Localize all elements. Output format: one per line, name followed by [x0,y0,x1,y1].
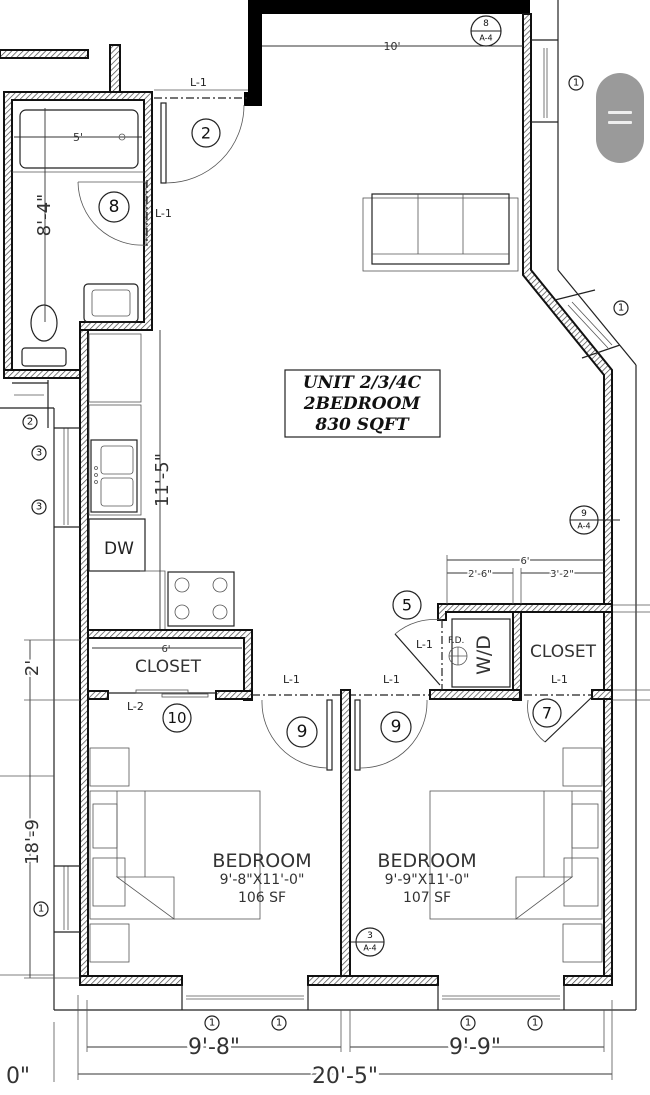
kitchen-length-dim: 11'-5" [152,453,173,507]
laundry-closet: F.D. W/D CLOSET 6' 2'-6" 3'-2" [394,555,613,743]
lintel-label-bed2: L-1 [383,673,400,686]
bedroom2-door[interactable] [354,699,428,771]
svg-text:18'-9: 18'-9 [22,819,43,865]
lintel-label-laundry: L-1 [416,638,433,651]
window-tag-1-left: 1 [33,901,49,917]
kitchen-wall: DW 11'-5" [0,329,235,1010]
laundry-left-dim: 2'-6" [468,569,492,580]
section-mark-9: 9 A-4 [569,505,620,535]
window-tag-1-b2: 1 [271,1015,287,1031]
svg-text:3: 3 [36,502,42,513]
dishwasher-label: DW [104,539,134,559]
closet-left-label: CLOSET [135,657,202,677]
lintel-label-entry: L-1 [190,76,207,89]
door-tag-bedroom2: 9 [380,711,412,743]
entry-door[interactable] [154,89,248,184]
window-tag-3b: 3 [31,499,47,515]
svg-text:7: 7 [542,704,552,723]
svg-text:10: 10 [167,709,186,727]
svg-text:8: 8 [109,197,120,217]
window-tag-1-b4: 1 [527,1015,543,1031]
window-tag-3a: 3 [31,445,47,461]
window-tag-2: 2 [22,414,38,430]
svg-text:1: 1 [209,1018,215,1029]
bath-length-dim: 8'-4" [34,194,55,237]
svg-text:5: 5 [402,596,412,615]
svg-text:830 SQFT: 830 SQFT [314,415,410,435]
washer-dryer-label: W/D [473,635,495,675]
exterior-wall-top [244,0,530,106]
closet-left: 6' CLOSET [87,629,253,701]
lintel-label-closet-right: L-1 [551,673,568,686]
svg-text:3: 3 [367,931,373,941]
window-tag-1-top-right: 1 [568,75,584,91]
door-tag-entry: 2 [191,118,221,148]
svg-text:3: 3 [36,448,42,459]
door-tag-closet-right: 7 [532,698,562,728]
bathroom: 5' 8'-4" [0,44,153,381]
drag-handle-icon-line2 [608,121,632,124]
bedroom2-furniture [429,747,603,963]
svg-text:1: 1 [465,1018,471,1029]
unit-label: UNIT 2/3/4C 2BEDROOM 830 SQFT [284,369,441,438]
svg-text:1: 1 [276,1018,282,1029]
svg-text:1: 1 [532,1018,538,1029]
svg-text:A-4: A-4 [363,944,376,953]
lintel-label-bed1: L-1 [283,673,300,686]
svg-text:UNIT 2/3/4C: UNIT 2/3/4C [303,373,422,393]
svg-text:106 SF: 106 SF [238,890,286,906]
svg-text:9: 9 [391,717,402,737]
svg-text:BEDROOM: BEDROOM [377,850,476,872]
svg-text:BEDROOM: BEDROOM [212,850,311,872]
svg-text:9'-8"X11'-0": 9'-8"X11'-0" [220,872,305,888]
closet-width-dim: 6' [161,644,170,655]
svg-text:9: 9 [581,509,587,519]
window-tag-1-b3: 1 [460,1015,476,1031]
door-tag-bath: 8 [98,191,130,223]
svg-text:1: 1 [618,303,624,314]
bedroom-divider-wall [340,689,351,981]
left-dimensions: 2' 18'-9 [20,639,80,979]
fd-label: F.D. [448,636,464,646]
laundry-total-dim: 6' [520,556,529,567]
lintel-label-closet: L-2 [127,700,144,713]
svg-text:20'-5": 20'-5" [312,1064,378,1089]
svg-text:9'-8": 9'-8" [188,1035,240,1060]
window-tag-1-diag: 1 [613,300,629,316]
bedroom2-label: BEDROOM 9'-9"X11'-0" 107 SF [377,850,476,906]
scroll-handle[interactable] [596,73,644,163]
laundry-right-dim: 3'-2" [550,569,574,580]
svg-text:A-4: A-4 [577,522,590,531]
door-tag-closet-left: 10 [162,703,192,733]
sofa [362,193,519,272]
window-tag-1-b1: 1 [204,1015,220,1031]
svg-text:9'-9": 9'-9" [449,1035,501,1060]
closet-right-label: CLOSET [530,642,597,662]
tub-width-dim: 5' [73,131,83,144]
drag-handle-icon [608,111,632,114]
svg-text:1: 1 [38,904,44,915]
lintel-label-bath: L-1 [155,207,172,220]
svg-text:2BEDROOM: 2BEDROOM [303,394,422,414]
svg-text:1: 1 [573,78,579,89]
bedroom1-furniture [89,747,261,963]
door-tag-bedroom1: 9 [286,716,318,748]
living-width-dim: 10' [383,40,400,53]
svg-text:9'-9"X11'-0": 9'-9"X11'-0" [385,872,470,888]
bedroom1-door[interactable] [261,699,333,771]
svg-text:0": 0" [6,1064,30,1089]
svg-text:2': 2' [22,660,43,676]
bottom-dimensions: 9'-8" 9'-9" 20'-5" 0" [6,995,613,1092]
door-tag-laundry: 5 [392,590,422,620]
bedroom-walls [54,975,636,1011]
section-mark-8: 8 A-4 [470,15,502,47]
svg-text:A-4: A-4 [479,34,492,43]
svg-text:107 SF: 107 SF [403,890,451,906]
svg-text:9: 9 [297,722,308,742]
svg-text:8: 8 [483,19,489,29]
bedroom1-label: BEDROOM 9'-8"X11'-0" 106 SF [212,850,311,906]
svg-text:2: 2 [201,124,211,143]
svg-text:2: 2 [27,417,33,428]
